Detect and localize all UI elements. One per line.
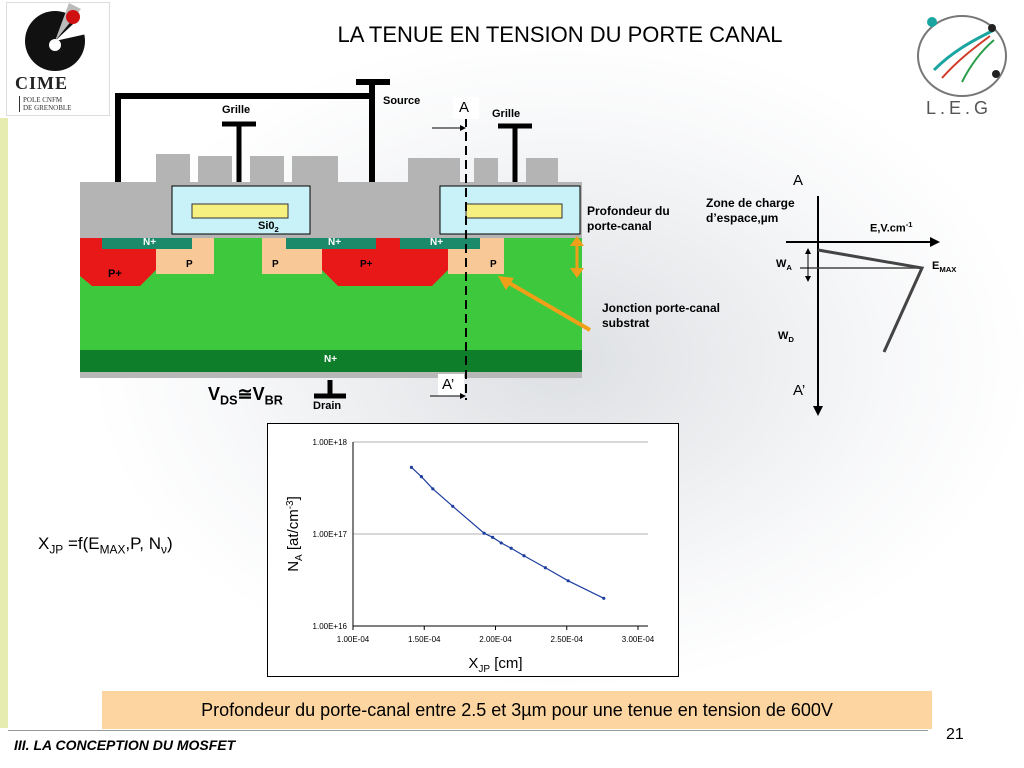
vds-vbr-label: VDS≅VBR xyxy=(208,384,283,408)
wd-sub: D xyxy=(788,335,794,345)
slide-title: LA TENUE EN TENSION DU PORTE CANAL xyxy=(337,22,783,47)
leg-logo-name: L.E.G xyxy=(926,98,993,118)
cime-sub-2: DE GRENOBLE xyxy=(23,104,72,112)
data-point xyxy=(522,554,526,558)
cut-top-label: A xyxy=(459,99,470,116)
data-point xyxy=(543,566,547,570)
cime-logo-name: CIME xyxy=(15,73,68,93)
section-footer: III. LA CONCEPTION DU MOSFET xyxy=(14,737,236,753)
wa-sub: A xyxy=(786,263,792,273)
y-axis-label: NA [at/cm-3] xyxy=(285,496,305,572)
x-axis-label: XJP [cm] xyxy=(468,655,522,675)
x-tick-label: 2.50E-04 xyxy=(551,635,584,644)
formula-x: X xyxy=(38,534,50,553)
formula-mid: =f(E xyxy=(63,534,100,553)
formula-rest: ,P, N xyxy=(125,534,161,553)
data-point xyxy=(409,465,414,469)
data-point xyxy=(482,531,486,535)
x-tick-label: 3.00E-04 xyxy=(622,635,655,644)
data-point xyxy=(509,546,513,550)
jonction-line-2: substrat xyxy=(602,316,650,330)
profondeur-line-2: porte-canal xyxy=(587,219,652,233)
mosfet-cross-section xyxy=(80,79,940,416)
footer-divider xyxy=(8,730,928,731)
zone-line-1: Zone de charge xyxy=(706,196,795,210)
data-point xyxy=(566,579,570,583)
wd-label: WD xyxy=(778,330,794,344)
source-label: Source xyxy=(383,95,421,107)
data-point xyxy=(419,475,423,479)
emax-label: EMAX xyxy=(932,260,956,274)
p-1-label: P xyxy=(186,259,193,270)
data-point xyxy=(491,535,495,539)
wa-text: W xyxy=(776,258,787,270)
wa-label: WA xyxy=(776,258,792,272)
x-tick-label: 2.00E-04 xyxy=(479,635,512,644)
x-tick-label: 1.50E-04 xyxy=(408,635,441,644)
emax-sub: MAX xyxy=(939,265,957,275)
field-a-top: A xyxy=(793,172,804,189)
cime-logo-sub: POLE CNFM DE GRENOBLE xyxy=(19,96,71,112)
vbr-sub: BR xyxy=(264,393,283,408)
data-point xyxy=(431,487,435,491)
grille-right-label: Grille xyxy=(492,108,521,120)
nplus-bottom-label: N+ xyxy=(324,354,338,365)
vds-sub: DS xyxy=(220,393,238,408)
field-a-bottom: A’ xyxy=(793,382,806,399)
formula-end: ) xyxy=(166,534,173,553)
leg-logo: L.E.G xyxy=(912,12,1012,122)
drain-label: Drain xyxy=(313,400,342,412)
e-axis-label: E,V.cm-1 xyxy=(870,220,913,235)
nplus-2-label: N+ xyxy=(328,237,342,248)
pplus-1-label: P+ xyxy=(108,268,122,280)
formula-max-sub: MAX xyxy=(99,542,126,557)
wd-text: W xyxy=(778,330,789,342)
y-tick-label: 1.00E+18 xyxy=(313,438,348,447)
formula-nu-sub: ν xyxy=(160,542,167,557)
vds-v: V xyxy=(208,384,221,404)
nplus-1-label: N+ xyxy=(143,237,157,248)
doping-chart-svg: 1.00E+16 1.00E+17 1.00E+18 1.00E-04 1.50E-04… xyxy=(285,438,655,675)
vds-approx: ≅ xyxy=(237,384,253,404)
series-line xyxy=(411,466,605,599)
emax-text: E xyxy=(932,260,940,272)
cime-logo-mark xyxy=(25,3,91,71)
x-tick-label: 1.00E-04 xyxy=(337,635,370,644)
y-tick-label: 1.00E+17 xyxy=(313,530,348,539)
oxide-label: Si02 xyxy=(258,220,279,234)
p-3-label: P xyxy=(490,259,497,270)
formula-x-sub: JP xyxy=(49,542,64,557)
zone-line-2: d’espace,µm xyxy=(706,211,779,225)
oxide-sub: 2 xyxy=(274,225,279,235)
e-axis-sup: -1 xyxy=(905,220,913,229)
conclusion-banner: Profondeur du porte-canal entre 2.5 et 3… xyxy=(102,691,932,729)
cime-logo: CIME POLE CNFM DE GRENOBLE xyxy=(6,2,110,116)
profondeur-line-1: Profondeur du xyxy=(587,204,670,218)
vbr-v: V xyxy=(252,384,265,404)
left-accent-band xyxy=(0,118,8,728)
y-tick-label: 1.00E+16 xyxy=(313,622,348,631)
doping-chart: 1.00E+16 1.00E+17 1.00E+18 1.00E-04 1.50E-04… xyxy=(267,423,679,677)
data-point xyxy=(451,504,455,508)
grille-left-label: Grille xyxy=(222,104,251,116)
jonction-line-1: Jonction porte-canal xyxy=(602,301,721,315)
e-axis-text: E,V.cm xyxy=(870,222,906,235)
p-2-label: P xyxy=(272,259,279,270)
cime-sub-1: POLE CNFM xyxy=(23,96,63,104)
leg-logo-mark xyxy=(917,15,1007,97)
oxide-text: Si0 xyxy=(258,220,275,232)
data-point xyxy=(602,596,606,600)
pplus-2-label: P+ xyxy=(360,259,373,270)
cut-bottom-label: A’ xyxy=(442,376,455,393)
xjp-formula: XJP =f(EMAX,P, Nν) xyxy=(38,534,173,556)
data-point xyxy=(499,541,503,545)
nplus-3-label: N+ xyxy=(430,237,444,248)
page-number: 21 xyxy=(946,726,964,743)
